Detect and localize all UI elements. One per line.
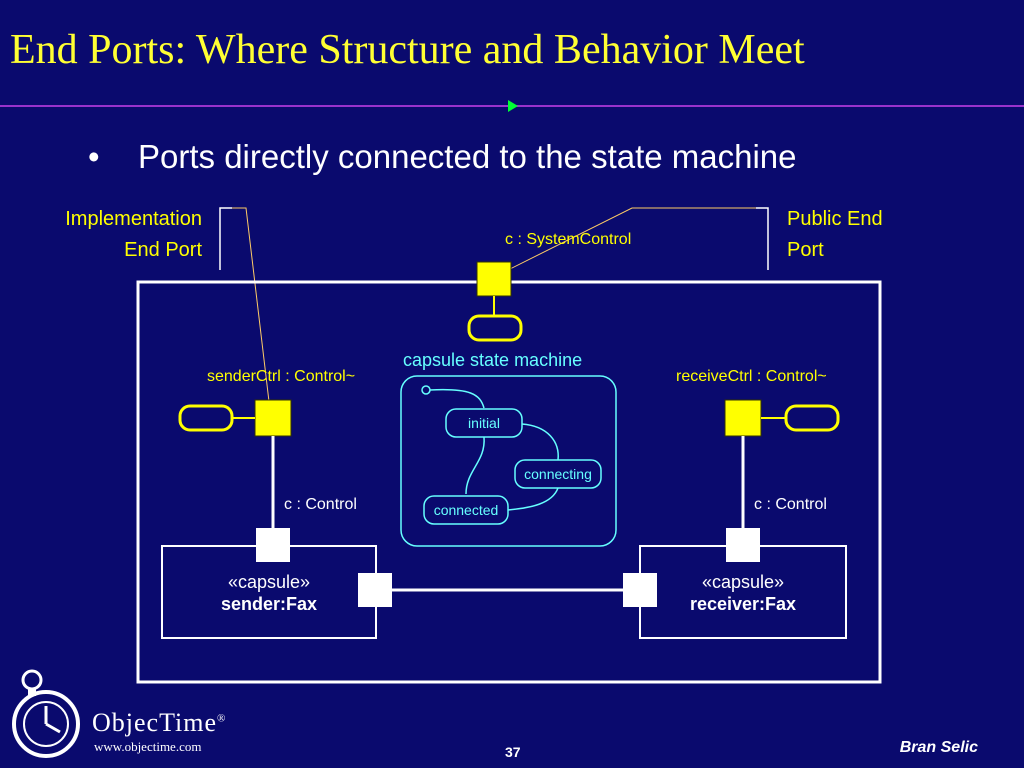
sender-capsule-label: «capsule» sender:Fax: [162, 571, 376, 615]
callout-left-line1: Implementation: [65, 208, 202, 230]
logo-url: www.objectime.com: [94, 739, 202, 754]
callout-left-bracket: [219, 207, 232, 270]
callout-right-bracket: [756, 207, 769, 270]
initial-pseudostate-icon: [421, 385, 431, 395]
system-port-end: [467, 314, 523, 342]
receiver-control-port: [726, 528, 760, 562]
logo-name: ObjecTime®: [92, 708, 226, 738]
sender-control-label: c : Control: [284, 496, 357, 513]
sender-control-port: [256, 528, 290, 562]
callout-right-leader: [497, 207, 756, 276]
bullet-icon: •: [88, 138, 100, 175]
callout-public-end-port: Public End Port: [787, 204, 947, 266]
page-number: 37: [505, 744, 521, 760]
receiver-control-label: c : Control: [754, 496, 827, 513]
callout-implementation-end-port: Implementation End Port: [2, 204, 202, 266]
logo-registered-mark: ®: [217, 712, 227, 725]
state-machine-box: [400, 375, 617, 547]
system-control-label: c : SystemControl: [505, 231, 632, 248]
divider-arrow-icon: [508, 100, 518, 112]
receiver-fax-port: [623, 573, 657, 607]
callout-left-leader: [232, 207, 271, 411]
receive-ctrl-label: receiveCtrl : Control~: [676, 368, 827, 385]
sender-stereotype: «capsule»: [227, 572, 311, 592]
receiver-name: receiver:Fax: [689, 594, 797, 614]
slide-title: End Ports: Where Structure and Behavior …: [10, 27, 805, 73]
state-machine-label: capsule state machine: [403, 350, 583, 370]
objectime-logo-icon: [12, 669, 80, 758]
transition-start-initial: [429, 388, 485, 409]
sender-ctrl-port: [254, 399, 292, 437]
sender-ctrl-end: [178, 404, 234, 432]
title-divider: [0, 100, 1024, 112]
transition-initial-connecting: [521, 423, 559, 461]
bullet-text: Ports directly connected to the state ma…: [138, 138, 797, 175]
state-connected-label: connected: [433, 502, 499, 518]
callout-right-line1: Public End: [787, 208, 883, 230]
callout-left-line2: End Port: [124, 239, 202, 261]
state-initial-label: initial: [468, 415, 500, 431]
sender-fax-port: [358, 573, 392, 607]
receive-ctrl-end: [784, 404, 840, 432]
state-connecting-label: connecting: [524, 466, 592, 482]
receiver-stereotype: «capsule»: [701, 572, 785, 592]
transition-connecting-connected: [507, 487, 559, 511]
transition-initial-connected: [465, 436, 485, 495]
logo-name-text: ObjecTime: [92, 708, 218, 737]
system-control-port: [476, 261, 512, 297]
receiver-capsule-label: «capsule» receiver:Fax: [640, 571, 846, 615]
sender-name: sender:Fax: [220, 594, 318, 614]
footer-author: Bran Selic: [899, 739, 978, 756]
receive-ctrl-port: [724, 399, 762, 437]
callout-right-line2: Port: [787, 239, 824, 261]
container-capsule: [136, 280, 882, 684]
sender-ctrl-label: senderCtrl : Control~: [207, 368, 356, 385]
